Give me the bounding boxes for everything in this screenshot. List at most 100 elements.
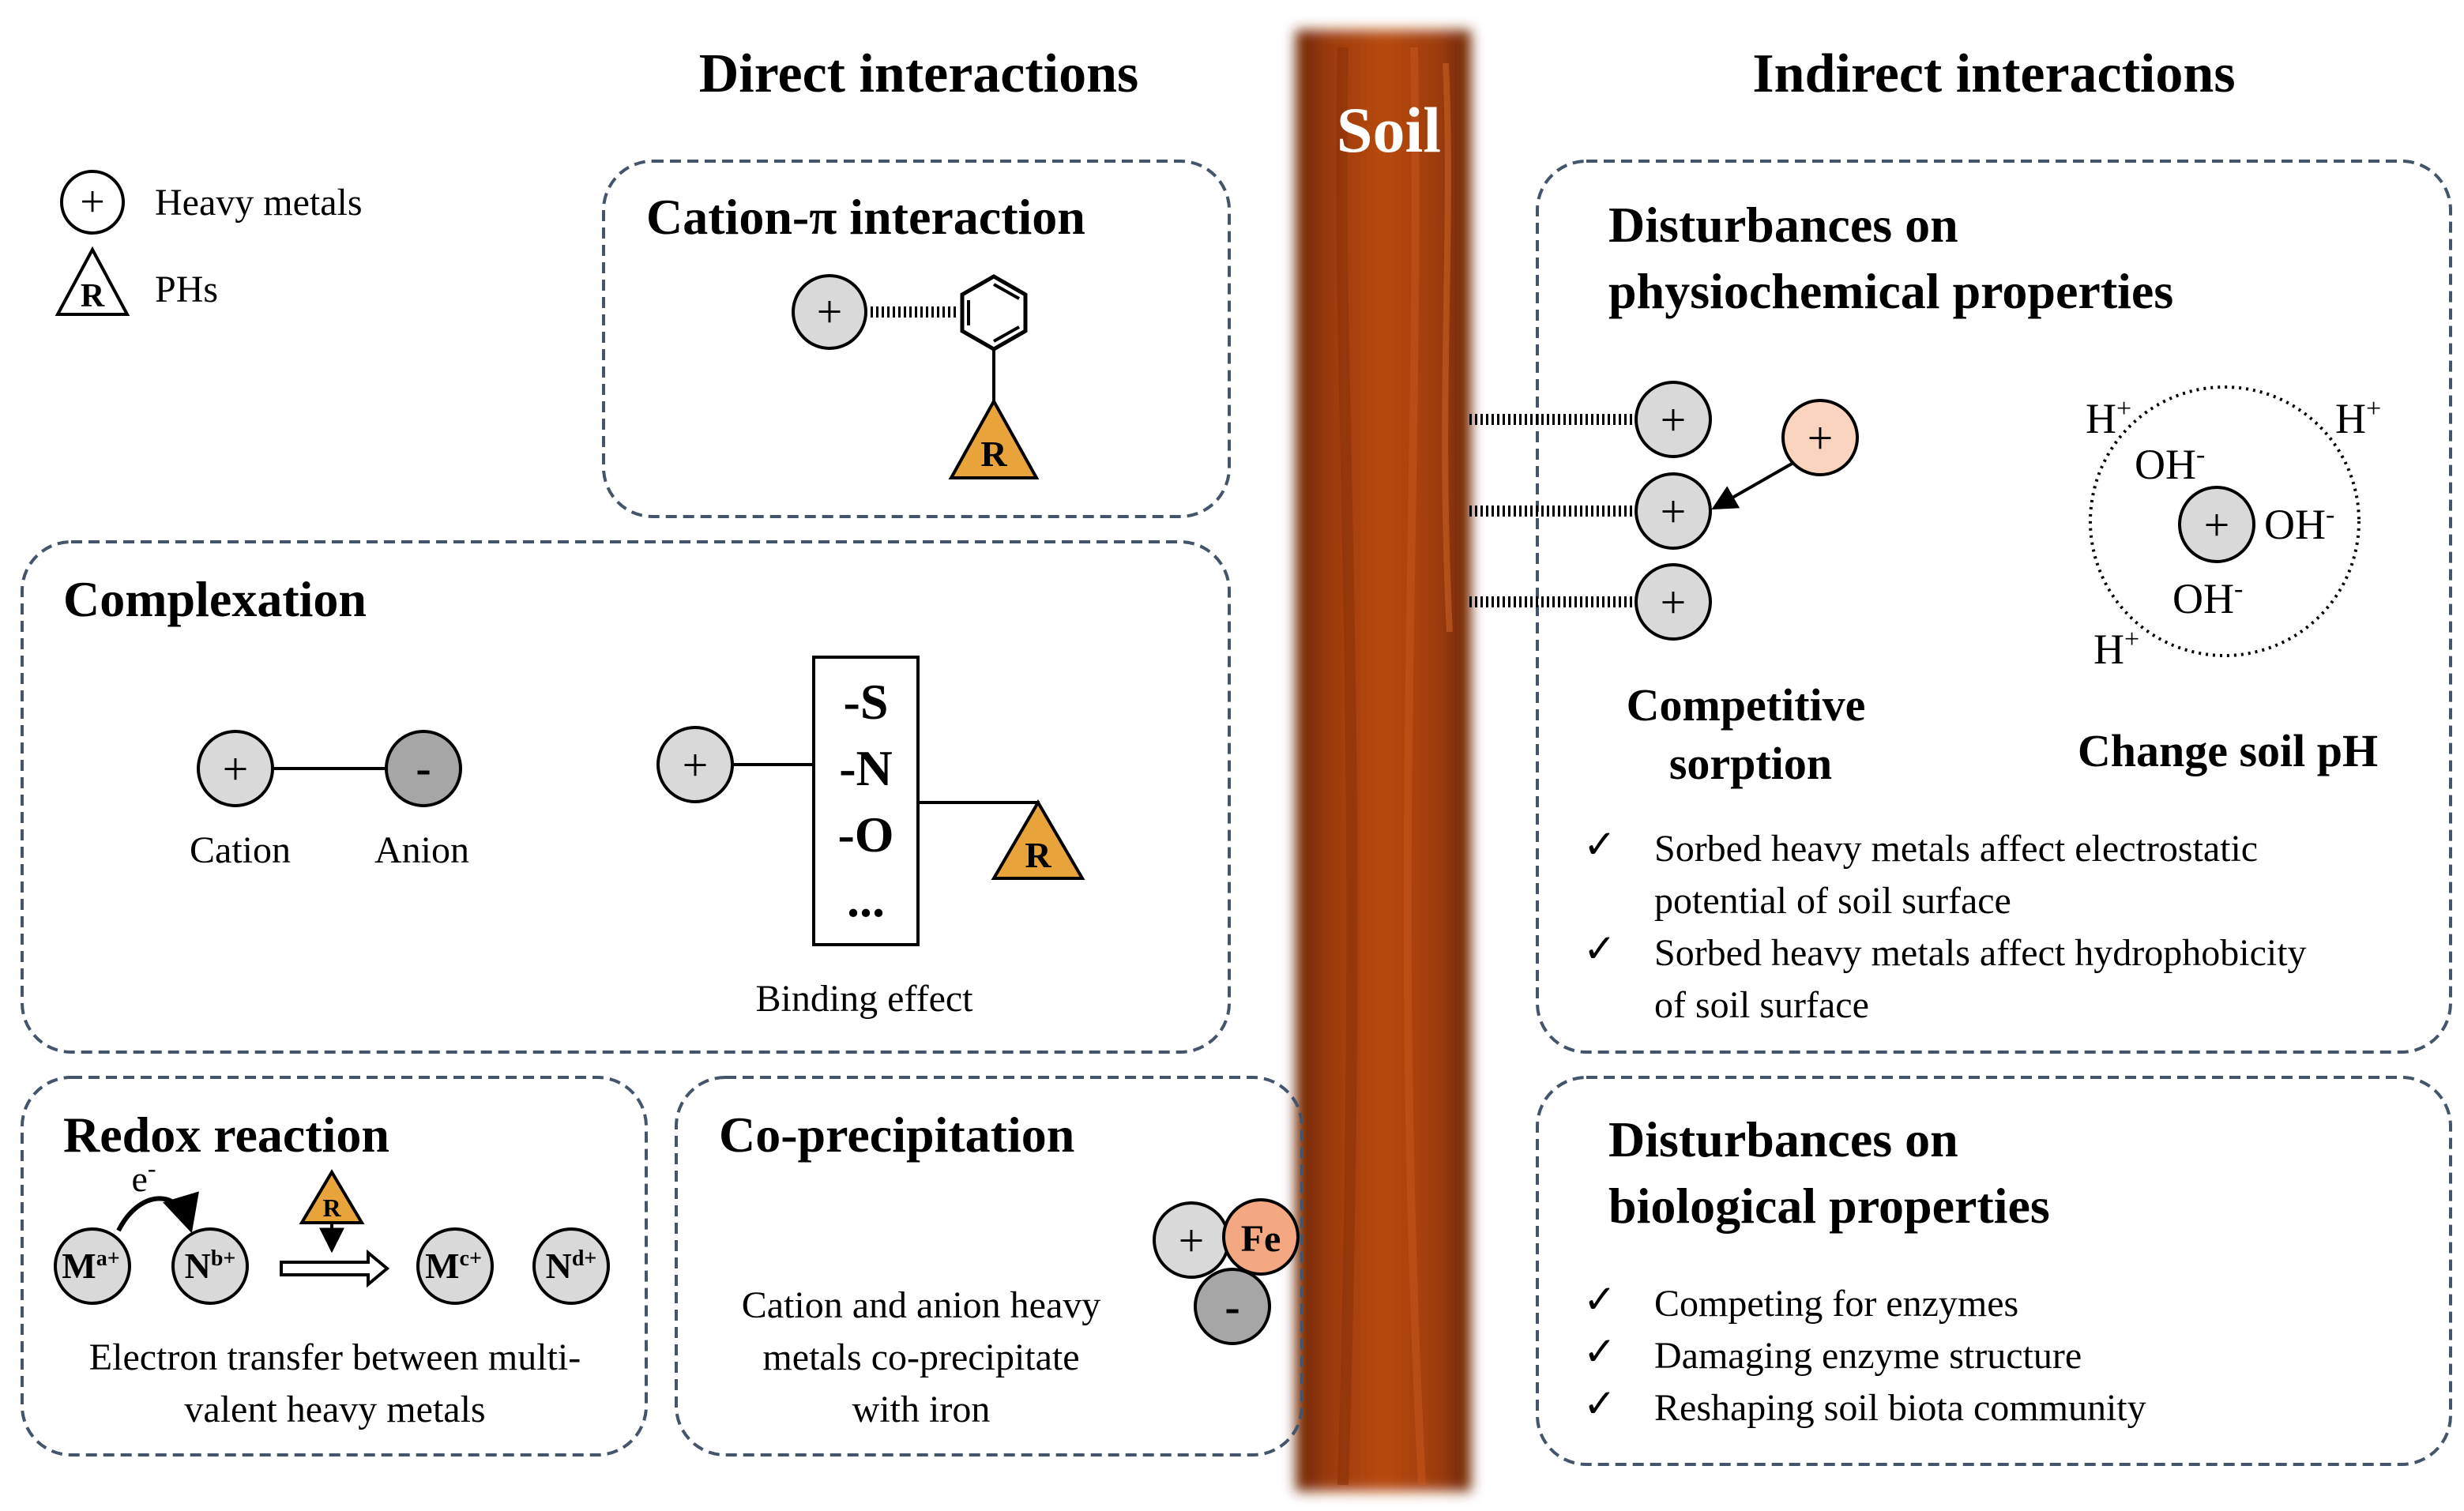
r-symbol: R [980,434,1007,474]
redox-title: Redox reaction [63,1107,389,1163]
physio-bullet-2-line2: of soil surface [1654,984,1869,1026]
competing-plus: + [1808,412,1834,464]
redox-caption-line1: Electron transfer between multi- [89,1336,581,1378]
legend-r-symbol: R [81,278,105,314]
complexation-box: Complexation + - Cation Anion + -S -N -O… [21,540,1231,1054]
cation-symbol: + [223,743,249,795]
plus-symbol: + [817,286,843,337]
check-icon: ✓ [1583,1329,1616,1374]
legend-ph-triangle-icon [55,246,130,316]
bio-bullet-2: Damaging enzyme structure [1654,1335,2082,1377]
hydrogen-ion-2: H+ [2335,394,2381,442]
metal-nb-label: Nb+ [185,1246,236,1286]
physio-bullet-1-line1: Sorbed heavy metals affect electrostatic [1654,828,2258,870]
legend-heavy-metals-label: Heavy metals [155,182,363,224]
reaction-arrow [280,1249,390,1288]
cation-pi-box: Cation-π interaction + R [602,160,1231,518]
anion-label: Anion [374,829,469,871]
direct-interactions-header: Direct interactions [699,43,1139,104]
sorbed-metal-icon [1635,381,1712,458]
physio-title-line1: Disturbances on [1608,197,1958,253]
sorbed-plus-1: + [1661,394,1687,445]
bio-title-line2: biological properties [1608,1178,2050,1234]
binding-r-symbol: R [1025,835,1051,875]
coprecip-anion-icon [1194,1268,1271,1345]
group-s: -S [844,674,889,730]
check-icon: ✓ [1583,1381,1616,1426]
ph-zone-circle [2089,385,2361,657]
competitive-label-line1: Competitive [1627,679,1866,731]
anion-icon [385,730,462,807]
cation-pi-title: Cation-π interaction [646,189,1085,245]
redox-r-symbol: R [322,1193,341,1222]
group-ellipsis: ... [847,871,885,927]
coprecip-caption-line1: Cation and anion heavy [742,1284,1101,1326]
group-o: -O [837,806,893,863]
physiochemical-box: Disturbances on physiochemical propertie… [1469,160,2452,1054]
sorbed-plus-2: + [1661,486,1687,537]
sorbed-plus-3: + [1661,577,1687,628]
legend-phs-label: PHs [155,269,218,310]
binding-ph-triangle-icon [991,799,1085,880]
hydrogen-ion-1: H+ [2086,394,2131,442]
competing-metal-icon [1781,399,1859,476]
binding-plus-symbol: + [683,739,709,791]
electron-label: e- [131,1154,156,1199]
electron-transfer-arrow [116,1191,199,1234]
hydroxide-ion-2: OH- [2264,500,2334,548]
complexation-title: Complexation [63,571,367,627]
coprecip-minus-symbol: - [1224,1281,1240,1332]
check-icon: ✓ [1583,1277,1616,1321]
metal-nd-label: Nd+ [546,1246,597,1286]
iron-icon [1222,1198,1300,1276]
metal-mc-icon [416,1227,494,1305]
iron-label: Fe [1241,1218,1281,1260]
check-icon: ✓ [1583,822,1616,866]
coprecip-plus-symbol: + [1179,1215,1205,1266]
soil-label: Soil [1337,94,1441,166]
group-n: -N [839,740,893,796]
benzene-ring-icon [960,274,1028,351]
coprecip-caption-line2: metals co-precipitate [762,1336,1079,1378]
biological-box: Disturbances on biological properties ✓ … [1536,1076,2452,1466]
redox-caption-line2: valent heavy metals [184,1389,485,1430]
metal-mc-label: Mc+ [425,1246,482,1286]
redox-box: Redox reaction e- Ma+ Nb+ R Mc+ Nd+ Elec… [21,1076,648,1456]
change-ph-label: Change soil pH [2078,725,2378,776]
indirect-interactions-header: Indirect interactions [1752,43,2235,104]
physio-bullet-1-line2: potential of soil surface [1654,880,2011,922]
bio-title-line1: Disturbances on [1608,1111,1958,1167]
cation-icon [197,730,274,807]
binding-effect-label: Binding effect [755,978,973,1020]
legend: + Heavy metals R PHs [55,170,363,316]
legend-plus-symbol: + [80,178,105,227]
bio-bullet-1: Competing for enzymes [1654,1283,2018,1325]
metal-ma-icon [54,1227,131,1305]
sorbed-metal-icon [1635,563,1712,641]
hydroxide-ion-1: OH- [2135,440,2205,488]
physio-title-line2: physiochemical properties [1608,263,2173,319]
sorbed-metal-icon [1635,472,1712,550]
coprecipitation-title: Co-precipitation [719,1107,1074,1163]
ph-center-metal-icon [2178,486,2255,563]
hydrogen-ion-3: H+ [2093,625,2139,673]
hydroxide-ion-3: OH- [2172,574,2243,622]
competitive-label-line2: sorption [1669,738,1832,789]
coprecipitation-box: Co-precipitation Cation and anion heavy … [675,1076,1303,1456]
ph-triangle-icon [948,397,1040,479]
binding-heavy-metal-icon [656,726,734,803]
metal-nd-icon [532,1227,610,1305]
competition-arrow [1711,461,1794,510]
functional-groups-box [812,656,920,946]
check-icon: ✓ [1583,927,1616,971]
heavy-metal-icon [792,274,867,350]
bio-bullet-3: Reshaping soil biota community [1654,1387,2146,1429]
ph-center-plus: + [2204,499,2230,551]
metal-ma-label: Ma+ [62,1246,119,1286]
coprecip-caption-line3: with iron [852,1389,991,1430]
legend-heavy-metal-icon [60,170,125,235]
cation-label: Cation [190,829,291,871]
anion-symbol: - [416,742,431,794]
physio-bullet-2-line1: Sorbed heavy metals affect hydrophobicit… [1654,932,2307,974]
